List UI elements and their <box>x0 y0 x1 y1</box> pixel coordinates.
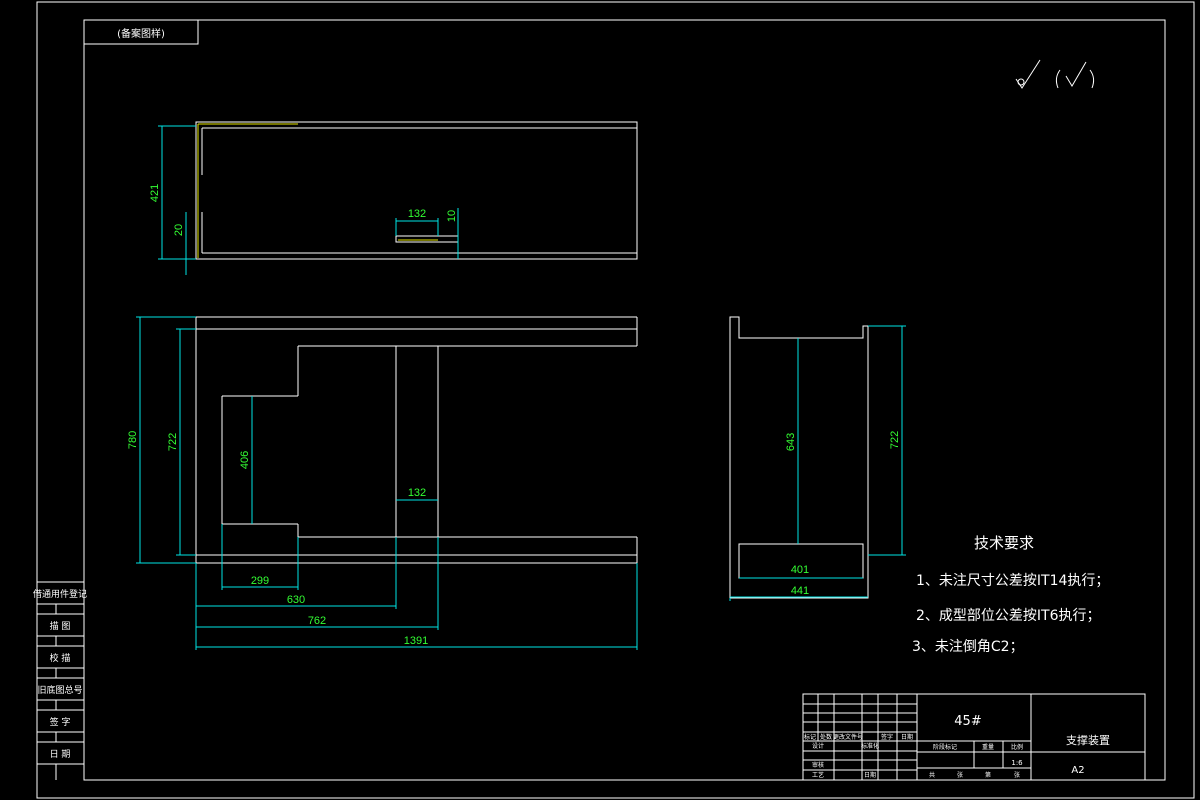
side-label-3: 校 描 <box>50 652 71 664</box>
dim-top-132: 132 <box>408 208 426 220</box>
tb-total-4: 张 <box>1014 771 1020 779</box>
dim-top-20: 20 <box>173 224 185 236</box>
tb-scale: 1:6 <box>1011 759 1023 767</box>
tb-hdr-3: 更改文件号 <box>833 733 863 741</box>
tb-design: 设计 <box>812 742 824 750</box>
tech-req-item-3: 3、未注倒角C2； <box>912 639 1024 655</box>
dim-front-132: 132 <box>408 487 426 499</box>
material: 45# <box>954 714 981 729</box>
tb-scale-label: 比例 <box>1011 743 1023 751</box>
side-label-5: 签 字 <box>50 716 71 728</box>
tech-req-item-2: 2、成型部位公差按IT6执行； <box>916 608 1101 624</box>
sheet-size: A2 <box>1071 765 1084 776</box>
tb-total-3: 第 <box>985 771 991 779</box>
dim-top-10: 10 <box>446 210 458 222</box>
side-view <box>729 316 906 601</box>
tb-total-1: 共 <box>929 771 935 779</box>
dim-side-643: 643 <box>785 433 797 451</box>
outer-border <box>36 1 1195 799</box>
dim-front-1391: 1391 <box>404 635 428 647</box>
tb-process: 工艺 <box>812 771 824 779</box>
side-label-2: 描 图 <box>50 620 71 632</box>
surface-roughness-symbol <box>1015 59 1095 89</box>
dim-side-441: 441 <box>791 585 809 597</box>
tb-hdr-2: 处数 <box>820 733 832 741</box>
archive-label: (备案图样) <box>117 27 165 40</box>
dim-front-406: 406 <box>239 451 251 469</box>
tech-req-item-1: 1、未注尺寸公差按IT14执行； <box>916 573 1109 589</box>
tb-total-2: 张 <box>957 771 963 779</box>
dim-front-780: 780 <box>127 431 139 449</box>
dim-front-299: 299 <box>251 575 269 587</box>
archive-label-box <box>83 19 199 45</box>
part-name: 支撑装置 <box>1066 733 1110 747</box>
title-block: 标记 处数 更改文件号 签字 日期 设计 标准化 审核 工艺 日期 阶段标记 重… <box>802 693 1146 781</box>
dim-front-762: 762 <box>308 615 326 627</box>
dim-side-401: 401 <box>791 564 809 576</box>
tb-standard: 标准化 <box>861 742 879 750</box>
side-label-6: 日 期 <box>50 749 71 760</box>
dim-side-722: 722 <box>889 431 901 449</box>
tb-hdr-5: 日期 <box>901 733 913 741</box>
dim-front-630: 630 <box>287 594 305 606</box>
dim-front-722: 722 <box>167 433 179 451</box>
front-view <box>136 316 638 650</box>
side-label-1: 借通用件登记 <box>33 588 87 600</box>
tb-hdr-4: 签字 <box>881 733 893 741</box>
side-column: 借通用件登记 描 图 校 描 旧底图总号 签 字 日 期 <box>33 581 87 780</box>
side-label-4: 旧底图总号 <box>37 684 82 696</box>
tb-date: 日期 <box>864 771 876 779</box>
tb-weight: 重量 <box>982 743 994 751</box>
tb-hdr-1: 标记 <box>804 733 816 741</box>
tb-check: 审核 <box>812 761 824 769</box>
tb-stage: 阶段标记 <box>933 743 957 751</box>
inner-border <box>83 19 1166 781</box>
dim-top-421: 421 <box>149 184 161 202</box>
tech-req-heading: 技术要求 <box>974 534 1034 552</box>
top-view <box>158 121 638 275</box>
